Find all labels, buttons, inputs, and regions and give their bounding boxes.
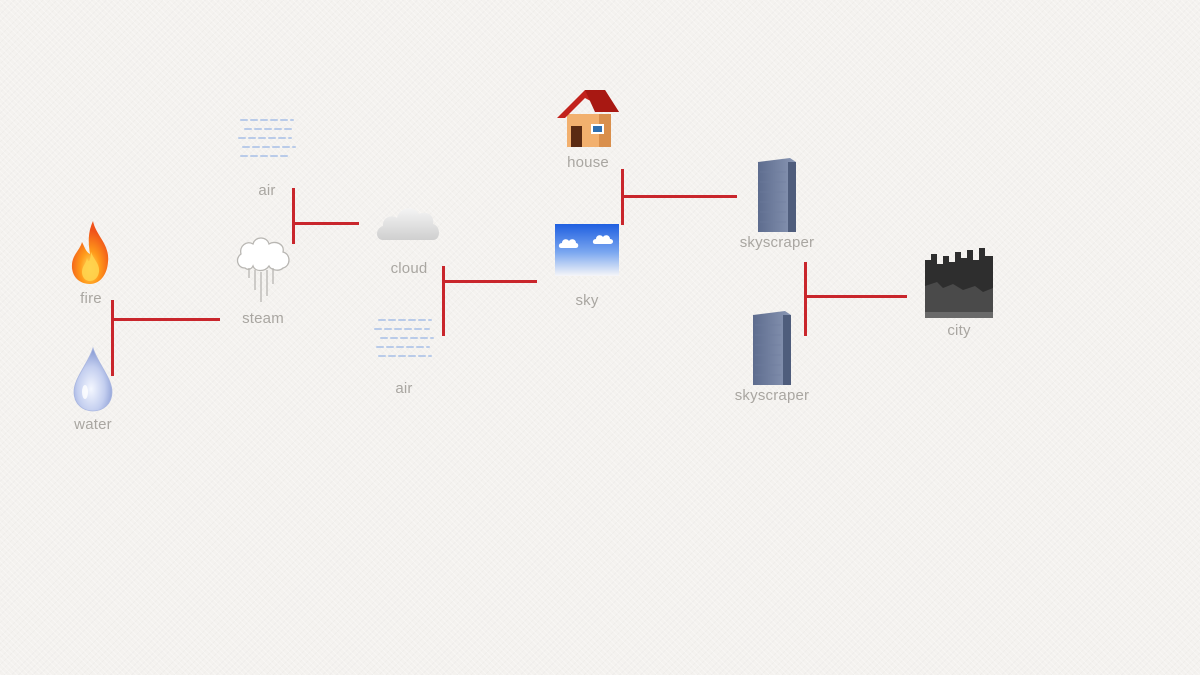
- element-label: fire: [80, 290, 102, 307]
- element-skyscraper[interactable]: skyscraper: [732, 156, 822, 251]
- connector-steam-horizontal: [111, 318, 220, 321]
- element-label: skyscraper: [739, 234, 815, 251]
- element-label: sky: [575, 292, 599, 309]
- cloud-icon: [377, 208, 439, 240]
- element-label: water: [74, 416, 112, 433]
- house-icon: [557, 90, 619, 147]
- element-label: skyscraper: [734, 387, 810, 404]
- fire-icon: [71, 221, 109, 284]
- element-fire[interactable]: fire: [46, 218, 136, 307]
- element-label: steam: [242, 310, 284, 327]
- steam-icon: [236, 237, 290, 302]
- connector-skyscraper-top-horizontal: [621, 195, 737, 198]
- element-label: cloud: [390, 260, 428, 277]
- element-sky[interactable]: sky: [542, 224, 632, 309]
- skyscraper-icon: [758, 158, 796, 232]
- element-city[interactable]: city: [914, 246, 1004, 339]
- element-air[interactable]: air: [359, 314, 449, 397]
- element-house[interactable]: house: [543, 86, 633, 171]
- sky-icon: [555, 224, 619, 276]
- connector-cloud-horizontal: [292, 222, 359, 225]
- connector-city-horizontal: [804, 295, 907, 298]
- city-icon: [925, 248, 993, 318]
- element-label: air: [258, 182, 276, 199]
- element-steam[interactable]: steam: [218, 232, 308, 327]
- element-label: house: [567, 154, 609, 171]
- connector-fire-water-vertical: [111, 300, 114, 376]
- element-water[interactable]: water: [48, 344, 138, 433]
- element-cloud[interactable]: cloud: [364, 200, 454, 277]
- connector-skyscrapers-vertical: [804, 262, 807, 336]
- water-drop-icon: [73, 346, 113, 412]
- skyscraper-icon: [753, 311, 791, 385]
- connector-cloud-air-vertical: [442, 266, 445, 336]
- connector-sky-horizontal: [442, 280, 537, 283]
- element-skyscraper[interactable]: skyscraper: [727, 309, 817, 404]
- air-icon: [374, 319, 434, 357]
- element-air[interactable]: air: [222, 114, 312, 199]
- element-label: city: [947, 322, 971, 339]
- element-label: air: [395, 380, 413, 397]
- air-icon: [238, 119, 296, 157]
- connector-air-steam-vertical: [292, 188, 295, 244]
